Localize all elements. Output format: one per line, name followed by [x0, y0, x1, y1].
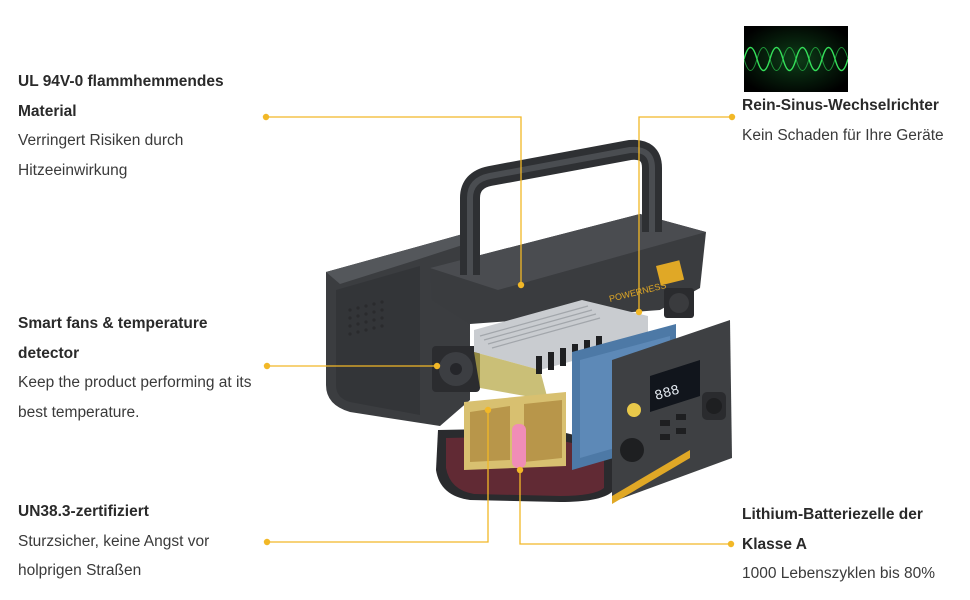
- callout-dot: [516, 466, 524, 474]
- feature-pure-sine-inverter: Rein-Sinus-Wechselrichter Kein Schaden f…: [742, 91, 967, 150]
- callout-dot: [262, 113, 270, 121]
- callout-line-sine: [638, 116, 732, 312]
- callout-dot: [517, 281, 525, 289]
- callout-dot: [727, 540, 735, 548]
- feature-description: Sturzsicher, keine Angst vor holprigen S…: [18, 532, 210, 580]
- feature-title: UL 94V-0 flammhemmendes Material: [18, 73, 224, 120]
- sine-wave-icon: [744, 26, 848, 92]
- svg-text:888: 888: [653, 382, 682, 404]
- feature-title: Smart fans & temperature detector: [18, 315, 208, 362]
- callout-dot: [263, 362, 271, 370]
- feature-title: Lithium-Batteriezelle der Klasse A: [742, 506, 923, 553]
- callout-dot: [635, 308, 643, 316]
- callout-dot: [263, 538, 271, 546]
- callout-dot: [433, 362, 441, 370]
- feature-description: Kein Schaden für Ihre Geräte: [742, 126, 944, 144]
- feature-description: 1000 Lebenszyklen bis 80%: [742, 565, 936, 582]
- feature-smart-fans: Smart fans & temperature detector Keep t…: [18, 309, 268, 427]
- feature-title: UN38.3-zertifiziert: [18, 503, 149, 520]
- callout-dot: [484, 406, 492, 414]
- feature-description: Keep the product performing at its best …: [18, 374, 252, 421]
- feature-lithium-cell: Lithium-Batteriezelle der Klasse A 1000 …: [742, 500, 967, 589]
- callout-line-lithium: [519, 470, 731, 545]
- callout-dot: [728, 113, 736, 121]
- feature-description: Verringert Risiken durch Hitzeeinwirkung: [18, 132, 184, 179]
- feature-un38-certified: UN38.3-zertifiziert Sturzsicher, keine A…: [18, 497, 258, 586]
- callout-line-un38: [267, 410, 489, 543]
- callout-line-flame-retardant: [266, 116, 522, 285]
- feature-title: Rein-Sinus-Wechselrichter: [742, 97, 939, 114]
- feature-flame-retardant: UL 94V-0 flammhemmendes Material Verring…: [18, 67, 258, 185]
